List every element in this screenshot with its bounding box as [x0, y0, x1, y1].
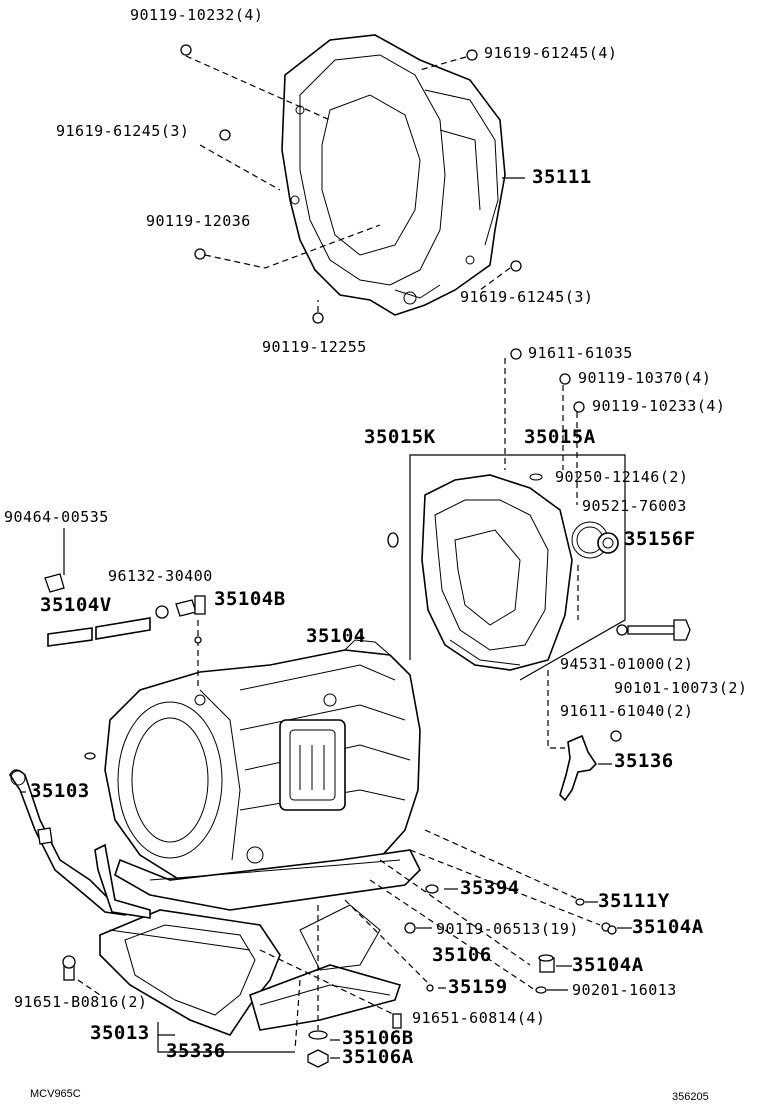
label-35104A-lower: 35104A [572, 954, 644, 976]
figure-number: 356205 [672, 1091, 709, 1103]
label-35013: 35013 [90, 1022, 150, 1044]
label-91619-61245-3-upper: 91619-61245(3) [56, 122, 190, 140]
lower-fasteners [62, 884, 617, 1068]
diagram-code: MCV965C [30, 1088, 81, 1100]
label-90250-12146: 90250-12146(2) [555, 468, 689, 486]
bolt-94531 [616, 619, 691, 641]
label-35015K: 35015K [364, 426, 436, 448]
label-35111: 35111 [532, 166, 592, 188]
transmission-housing-35111 [281, 34, 506, 316]
label-91611-61040: 91611-61040(2) [560, 702, 694, 720]
label-90119-10370: 90119-10370(4) [578, 369, 712, 387]
label-35336: 35336 [166, 1040, 226, 1062]
transmission-case-35104 [104, 639, 421, 891]
housing-bolts [180, 44, 522, 324]
label-35394: 35394 [460, 877, 520, 899]
label-35104B: 35104B [214, 588, 286, 610]
label-90119-12255: 90119-12255 [262, 338, 367, 356]
label-90521-76003: 90521-76003 [582, 497, 687, 515]
extension-housing-box [387, 454, 626, 681]
label-35111Y: 35111Y [598, 890, 670, 912]
label-35104: 35104 [306, 625, 366, 647]
label-35106A: 35106A [342, 1046, 414, 1068]
label-90119-12036: 90119-12036 [146, 212, 251, 230]
label-91611-61035: 91611-61035 [528, 344, 633, 362]
cooler-pipes [9, 528, 206, 919]
housing-leaders [185, 55, 525, 312]
label-91619-61245-4: 91619-61245(4) [484, 44, 618, 62]
label-90119-06513: 90119-06513(19) [436, 920, 579, 938]
label-96132-30400: 96132-30400 [108, 567, 213, 585]
label-90119-10233: 90119-10233(4) [592, 397, 726, 415]
oil-pan [99, 849, 421, 1036]
bracket-35136 [547, 670, 622, 802]
label-91651-60814: 91651-60814(4) [412, 1009, 546, 1027]
label-90101-10073: 90101-10073(2) [614, 679, 748, 697]
label-35015A: 35015A [524, 426, 596, 448]
label-35104A-upper: 35104A [632, 916, 704, 938]
label-90464-00535: 90464-00535 [4, 508, 109, 526]
lower-leaders [20, 791, 632, 1059]
label-35136: 35136 [614, 750, 674, 772]
label-35103: 35103 [30, 780, 90, 802]
label-35104V: 35104V [40, 594, 112, 616]
label-90201-16013: 90201-16013 [572, 981, 677, 999]
label-94531-01000: 94531-01000(2) [560, 655, 694, 673]
extension-bolts [504, 348, 585, 505]
label-35106B: 35106B [342, 1027, 414, 1049]
label-90119-10232: 90119-10232(4) [130, 6, 264, 24]
label-91619-61245-3-lower: 91619-61245(3) [460, 288, 594, 306]
label-91651-B0816: 91651-B0816(2) [14, 993, 148, 1011]
label-35106: 35106 [432, 944, 492, 966]
label-35159: 35159 [448, 976, 508, 998]
label-35156F: 35156F [624, 528, 696, 550]
